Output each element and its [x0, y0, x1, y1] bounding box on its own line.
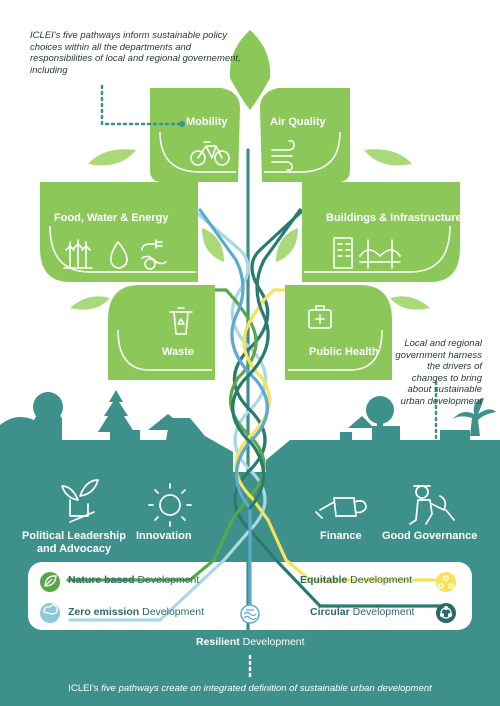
driver-label-finance: Finance [320, 530, 362, 542]
plant-hand-icon [61, 479, 99, 523]
dotted-connectors [100, 84, 438, 678]
pathway-circular-name: Circular [310, 606, 350, 618]
pathway-icons [40, 572, 456, 624]
leaf-icon [44, 575, 57, 587]
footer-text: five pathways create on integrated defin… [98, 683, 432, 694]
pathway-resilient: Resilient Development [196, 636, 305, 648]
leaf-label-food-water-energy: Food, Water & Energy [54, 212, 169, 224]
driver-label-innovation: Innovation [136, 530, 192, 542]
pathway-nature-based-suffix: Development [134, 574, 200, 586]
water-waves-icon [243, 609, 257, 621]
watering-can-icon [315, 497, 367, 519]
pathway-zero-emission-name: Zero emission [68, 606, 140, 618]
wheat-icon [63, 239, 93, 269]
pathway-resilient-name: Resilient [196, 636, 240, 648]
leaf-icons [63, 140, 401, 335]
footer-brand: ICLEI's [68, 683, 99, 694]
pathway-equitable-suffix: Development [347, 574, 413, 586]
people-icon [438, 575, 454, 589]
pathway-equitable: Equitable Development [300, 574, 412, 586]
bridge-icon [359, 239, 401, 269]
building-icon [333, 237, 353, 269]
pathway-circular-suffix: Development [349, 606, 415, 618]
driver-label-political-leadership: Political Leadership and Advocacy [22, 530, 126, 555]
leaves [40, 30, 460, 380]
wind-icon [271, 140, 295, 171]
bicycle-icon [190, 141, 230, 166]
pathway-zero-emission: Zero emission Development [68, 606, 204, 618]
recycle-bin-icon [169, 307, 193, 335]
pathway-nature-based-name: Nature based [68, 574, 135, 586]
circular-arrows-icon [439, 605, 453, 619]
pathway-resilient-suffix: Development [239, 636, 305, 648]
leaf-label-waste: Waste [162, 346, 194, 358]
energy-plug-icon [141, 239, 167, 270]
leaf-label-air-quality: Air Quality [270, 116, 326, 128]
intro-note: ICLEI's five pathways inform sustainable… [30, 30, 241, 76]
pathway-zero-emission-suffix: Development [139, 606, 204, 618]
gardener-icon [409, 485, 455, 525]
pathway-nature-based: Nature based Development [68, 574, 199, 586]
first-aid-icon [308, 305, 332, 329]
driver-label-good-governance: Good Governance [382, 530, 478, 542]
pathway-circular: Circular Development [310, 606, 414, 618]
drivers-note: Local and regional government harness th… [395, 338, 482, 407]
footer-caption: ICLEI's five pathways create on integrat… [0, 683, 500, 694]
water-drop-icon [110, 241, 128, 269]
leaf-label-public-health: Public Health [309, 346, 379, 358]
leaf-label-buildings-infrastructure: Buildings & Infrastructure [326, 212, 462, 224]
leaf-label-mobility: Mobility [186, 116, 228, 128]
leaf-veins [49, 131, 451, 371]
driver-icons [61, 479, 455, 527]
pathway-equitable-name: Equitable [300, 574, 348, 586]
cloud-icon [43, 604, 58, 615]
sun-icon [148, 483, 192, 527]
